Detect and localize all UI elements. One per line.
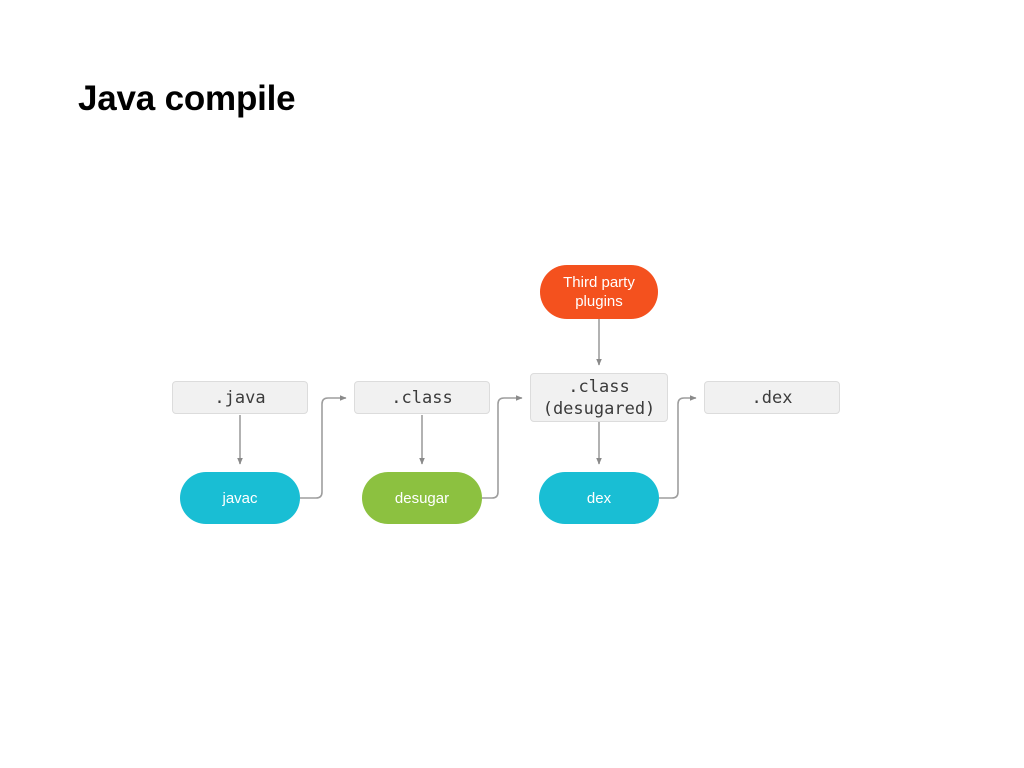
node-class-desugared-label: .class (desugared)	[542, 376, 656, 419]
node-dex-process[interactable]: dex	[539, 472, 659, 524]
edge-javac-to-class	[300, 395, 347, 499]
node-dex-artifact[interactable]: .dex	[704, 381, 840, 414]
node-third-party-plugins-label: Third party plugins	[563, 274, 635, 310]
node-desugar-process[interactable]: desugar	[362, 472, 482, 524]
node-class-desugared-artifact[interactable]: .class (desugared)	[530, 373, 668, 422]
node-desugar-label: desugar	[394, 489, 450, 507]
page-title: Java compile	[78, 79, 296, 118]
node-java-label: .java	[214, 387, 266, 408]
node-javac-process[interactable]: javac	[180, 472, 300, 524]
node-dex-process-label: dex	[586, 489, 612, 507]
node-dex-artifact-label: .dex	[751, 387, 793, 408]
node-javac-label: javac	[222, 489, 258, 507]
node-class-label: .class	[391, 387, 453, 408]
node-java-artifact[interactable]: .java	[172, 381, 308, 414]
node-class-artifact[interactable]: .class	[354, 381, 490, 414]
node-third-party-plugins[interactable]: Third party plugins	[540, 265, 658, 319]
